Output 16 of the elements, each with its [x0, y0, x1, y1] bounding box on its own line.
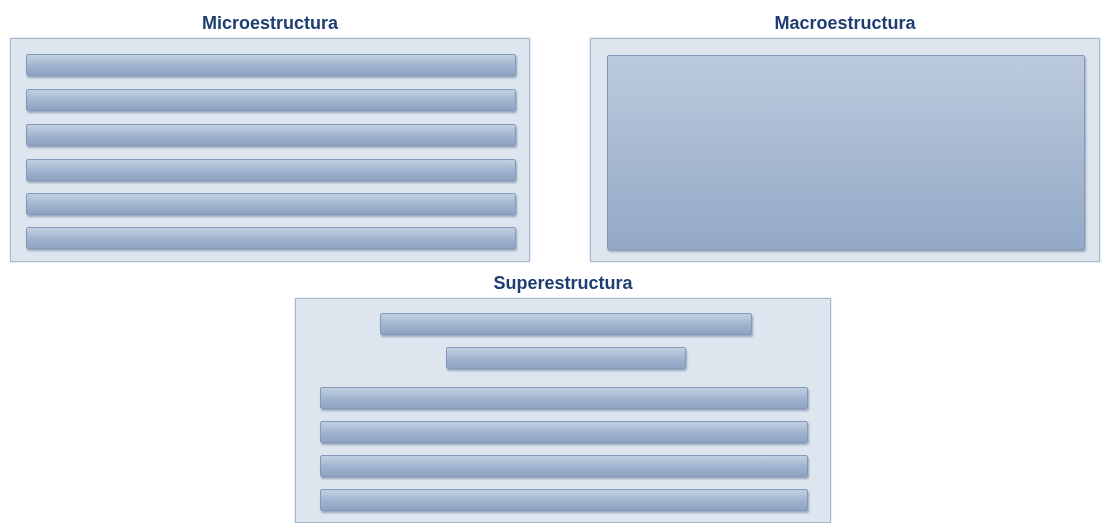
- content-bar: [380, 313, 752, 335]
- content-bar: [26, 159, 516, 181]
- content-bar: [320, 455, 808, 477]
- content-bar: [320, 421, 808, 443]
- content-bar: [26, 54, 516, 76]
- content-bar: [26, 227, 516, 249]
- panel-heading: Superestructura: [492, 272, 634, 295]
- content-bar: [26, 89, 516, 111]
- content-bar: [26, 124, 516, 146]
- content-bar: [26, 193, 516, 215]
- content-bar: [446, 347, 686, 369]
- content-box: [607, 55, 1085, 250]
- content-bar: [320, 387, 808, 409]
- panel-heading: Microestructura: [200, 12, 339, 35]
- content-bar: [320, 489, 808, 511]
- panel-heading: Macroestructura: [773, 12, 917, 35]
